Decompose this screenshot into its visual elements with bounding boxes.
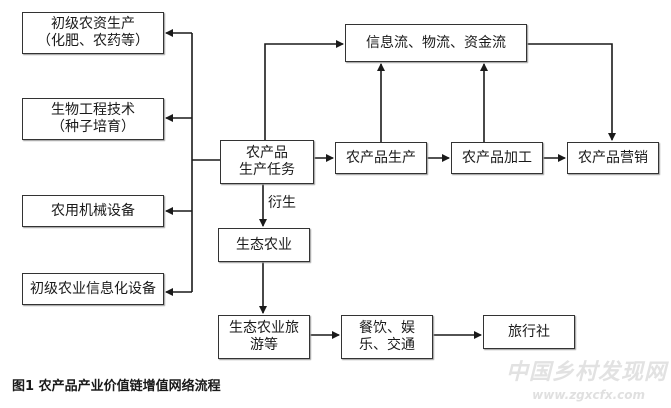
node-marketing: 农产品营销 (567, 142, 659, 174)
node-label: 旅行社 (508, 323, 550, 340)
node-eco-agriculture: 生态农业 (218, 228, 310, 262)
watermark-text: 中国乡村发现网 (505, 360, 667, 385)
node-agri-input: 初级农资生产 （化肥、农药等） (22, 12, 164, 54)
node-dining: 餐饮、娱 乐、交通 (341, 315, 433, 359)
node-label: 农产品营销 (578, 149, 648, 166)
node-label: 农产品生产 (346, 149, 416, 166)
node-label: 游等 (250, 337, 278, 353)
node-processing: 农产品加工 (451, 142, 543, 174)
watermark-url: www.zgxcfx.com (532, 388, 645, 402)
node-label: 生态农业 (236, 236, 292, 253)
node-label: 生物工程技术 (51, 102, 135, 118)
node-label: 乐、交通 (359, 337, 415, 353)
node-label: 信息流、物流、资金流 (366, 34, 506, 51)
node-machinery: 农用机械设备 (22, 195, 164, 227)
node-label: 农产品 (246, 145, 288, 161)
node-biotech: 生物工程技术 （种子培育） (22, 98, 164, 140)
figure-caption: 图1 农产品产业价值链增值网络流程 (12, 379, 221, 394)
edge-task-to-flows (264, 40, 344, 140)
node-label: 生态农业旅 (229, 320, 299, 336)
edge-flows-to-marketing (527, 43, 616, 141)
node-label: 农用机械设备 (51, 202, 135, 219)
node-label: 餐饮、娱 (359, 320, 415, 336)
node-label: 初级农业信息化设备 (30, 280, 156, 297)
node-label: （化肥、农药等） (37, 33, 149, 49)
node-label: 生产任务 (239, 162, 295, 178)
node-eco-tourism: 生态农业旅 游等 (218, 315, 310, 359)
node-label: 农产品加工 (462, 149, 532, 166)
edge-label-derive: 衍生 (268, 195, 296, 211)
node-label: 初级农资生产 (51, 16, 135, 32)
node-info-equipment: 初级农业信息化设备 (22, 273, 164, 305)
node-flows: 信息流、物流、资金流 (345, 24, 527, 62)
node-production-task: 农产品 生产任务 (220, 140, 314, 184)
node-travel-agency: 旅行社 (483, 315, 575, 349)
node-production: 农产品生产 (335, 142, 427, 174)
node-label: （种子培育） (51, 119, 135, 135)
